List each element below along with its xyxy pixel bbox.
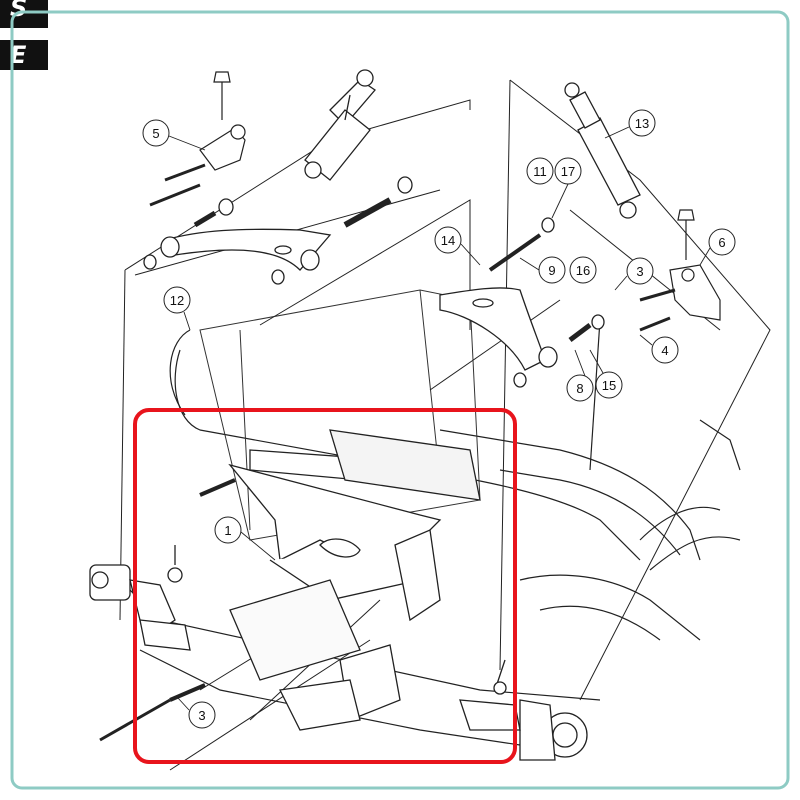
highlight-box — [133, 408, 517, 764]
page-frame — [10, 10, 790, 790]
callout-9: 9 — [538, 256, 566, 284]
svg-text:12: 12 — [170, 293, 184, 308]
svg-text:9: 9 — [548, 263, 555, 278]
bracket-5 — [149, 71, 246, 207]
callout-17: 17 — [554, 157, 582, 185]
corner-tab-bottom: E — [0, 40, 48, 70]
mounting-plate — [99, 429, 481, 742]
svg-text:13: 13 — [635, 116, 649, 131]
svg-text:17: 17 — [561, 164, 575, 179]
callout-14: 14 — [434, 226, 462, 254]
callout-leaders — [168, 126, 711, 711]
svg-text:15: 15 — [602, 378, 616, 393]
callout-4: 4 — [651, 336, 679, 364]
callout-3-upper: 3 — [626, 257, 654, 285]
bracket-6 — [639, 209, 721, 332]
callout-6: 6 — [708, 228, 736, 256]
callout-11: 11 — [526, 157, 554, 185]
callout-8: 8 — [566, 374, 594, 402]
leader-lines — [119, 79, 771, 771]
left-hub-assembly — [89, 545, 191, 651]
svg-text:4: 4 — [661, 343, 668, 358]
shock-absorber-left — [304, 69, 376, 181]
svg-text:1: 1 — [224, 523, 231, 538]
callout-12: 12 — [163, 286, 191, 314]
svg-text:14: 14 — [441, 233, 455, 248]
upper-right-a-arm — [439, 217, 605, 388]
svg-text:6: 6 — [718, 235, 725, 250]
callout-13: 13 — [628, 109, 656, 137]
svg-text:16: 16 — [576, 263, 590, 278]
svg-text:11: 11 — [533, 164, 547, 179]
svg-text:5: 5 — [152, 126, 159, 141]
callout-15: 15 — [595, 371, 623, 399]
shock-absorber-right — [564, 82, 641, 219]
callout-3-lower: 3 — [188, 701, 216, 729]
svg-text:3: 3 — [198, 708, 205, 723]
svg-text:8: 8 — [576, 381, 583, 396]
callout-1: 1 — [214, 516, 242, 544]
right-hub-assembly — [459, 659, 588, 761]
callout-5: 5 — [142, 119, 170, 147]
callout-16: 16 — [569, 256, 597, 284]
svg-text:3: 3 — [636, 264, 643, 279]
upper-left-a-arm — [143, 176, 413, 285]
